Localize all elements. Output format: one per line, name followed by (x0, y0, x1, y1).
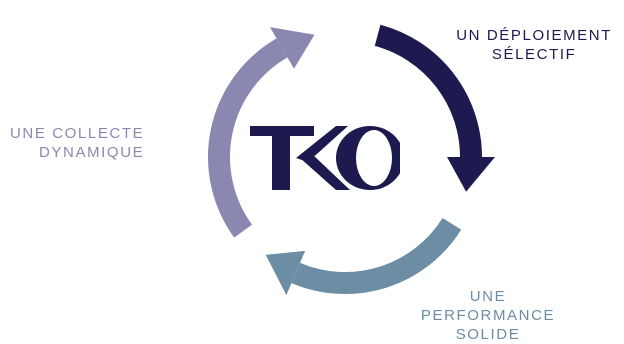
arrow-performance (291, 217, 462, 294)
step-label-line: SOLIDE (455, 326, 521, 343)
step-label-line: UNE (469, 288, 507, 305)
arrow-deploy-head (447, 157, 495, 192)
step-label-deploy: UN DÉPLOIEMENT SÉLECTIF (456, 26, 612, 64)
step-label-line: UN DÉPLOIEMENT (456, 27, 612, 44)
step-label-line: DYNAMIQUE (38, 144, 145, 161)
arrow-collect-head (270, 27, 315, 69)
tko-logo (250, 126, 400, 190)
step-label-performance: UNE PERFORMANCE SOLIDE (413, 287, 563, 344)
step-label-line: UNE COLLECTE (10, 125, 145, 142)
logo-letter-k-leg (300, 154, 350, 190)
step-label-line: PERFORMANCE (420, 307, 556, 324)
arrow-performance-head (265, 250, 306, 296)
logo-letter-k-arm (296, 126, 348, 162)
step-label-line: SÉLECTIF (491, 46, 577, 63)
arrow-deploy (374, 24, 482, 158)
logo-letter-o (336, 126, 400, 190)
logo-letter-t-stem (272, 126, 290, 190)
arrow-collect (208, 38, 288, 238)
step-label-collect: UNE COLLECTE DYNAMIQUE (10, 124, 144, 162)
